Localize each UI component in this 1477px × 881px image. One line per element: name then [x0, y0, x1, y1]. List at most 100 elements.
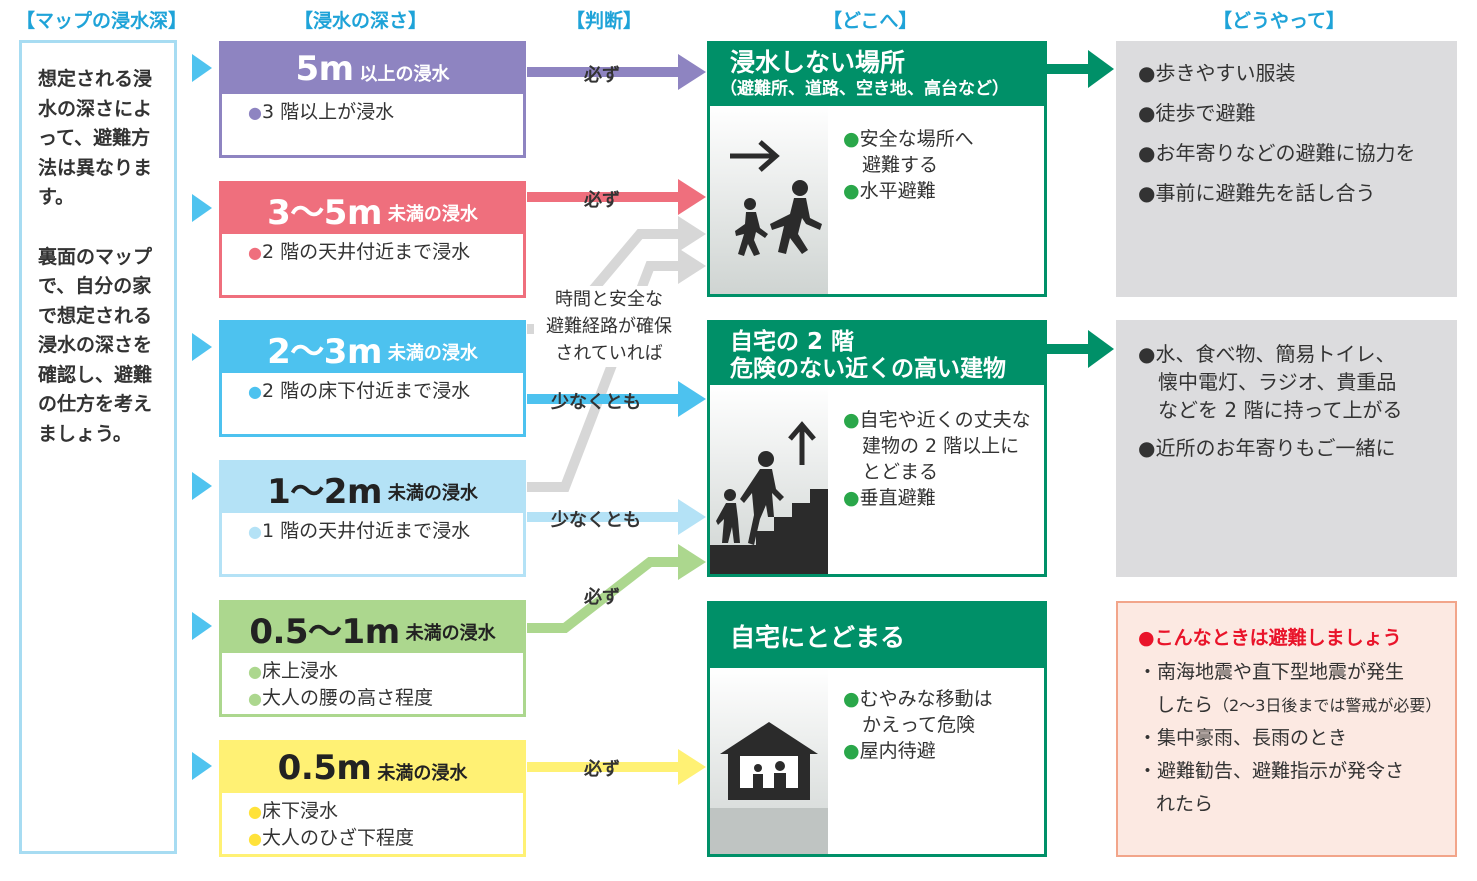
- chevron-arrow-icon: [192, 333, 212, 361]
- depth-suffix: 未満の浸水: [387, 204, 478, 225]
- how-item: ●事前に避難先を話し合う: [1138, 181, 1376, 205]
- dest-item: ●水平避難: [843, 180, 936, 202]
- dest-item: 避難する: [843, 154, 939, 176]
- chevron-arrow-icon: [192, 752, 212, 780]
- evacuate-vertical-pictogram: [710, 385, 828, 574]
- depth-description: 2 階の床下付近まで浸水: [261, 380, 471, 402]
- chevron-arrow-icon: [192, 472, 212, 500]
- depth-suffix: 未満の浸水: [387, 343, 478, 364]
- judge-label-must: 必ず: [584, 759, 620, 780]
- stairs-icon: [710, 489, 828, 574]
- header-depth: 【浸水の深さ】: [294, 10, 428, 32]
- depth-description: 大人のひざ下程度: [261, 827, 414, 849]
- depth-description: 床上浸水: [261, 660, 338, 682]
- conditional-line: 避難経路が確保: [546, 316, 672, 337]
- stay-home-pictogram: [710, 668, 828, 854]
- depth-description: 1 階の天井付近まで浸水: [261, 520, 471, 542]
- how-item: ●歩きやすい服装: [1138, 61, 1296, 85]
- depth-box-3-5m: 3～5m 未満の浸水 ●2 階の天井付近まで浸水: [219, 181, 526, 298]
- running-people-icon: [735, 180, 822, 256]
- depth-description: 床下浸水: [261, 800, 338, 822]
- dest-title: 浸水しない場所: [730, 48, 906, 77]
- dot-icon: ●: [248, 829, 262, 848]
- green-dot-icon: ●: [843, 409, 860, 431]
- arrow-up-icon: [788, 421, 816, 465]
- intro-text-1: 想定される浸水の深さによって、避難方法は異なります。: [38, 68, 153, 208]
- judge-label-must: 必ず: [584, 65, 620, 86]
- how-item: ●水、食べ物、簡易トイレ、: [1138, 342, 1396, 366]
- header-judgment: 【判断】: [566, 10, 643, 32]
- dest-item: かえって危険: [843, 714, 976, 736]
- judge-label-must: 必ず: [584, 190, 620, 211]
- dest-item: 建物の 2 階以上に: [843, 435, 1020, 457]
- dot-icon: ●: [248, 802, 262, 821]
- how-box-second-floor: ●水、食べ物、簡易トイレ、 懐中電灯、ラジオ、貴重品 などを 2 階に持って上が…: [1116, 320, 1457, 577]
- header-where: 【どこへ】: [823, 10, 918, 32]
- depth-box-5m: 5m 以上の浸水 ●3 階以上が浸水: [219, 41, 526, 158]
- depth-box-05-1m: 0.5～1m 未満の浸水 ●床上浸水 ●大人の腰の高さ程度: [219, 600, 526, 717]
- dot-icon: ●: [248, 103, 262, 122]
- depth-value: 3～5m: [267, 192, 382, 233]
- dest-title: 自宅にとどまる: [730, 623, 906, 652]
- judge-label-at-least: 少なくとも: [551, 392, 641, 413]
- chevron-arrow-icon: [192, 54, 212, 82]
- header-how: 【どうやって】: [1213, 10, 1346, 32]
- note-item: ・南海地震や直下型地震が発生: [1138, 661, 1405, 683]
- depth-value: 2～3m: [267, 331, 382, 372]
- how-item: ●近所のお年寄りもご一緒に: [1138, 436, 1396, 460]
- judge-label-at-least: 少なくとも: [551, 510, 641, 531]
- dest-title-line: 危険のない近くの高い建物: [730, 356, 1006, 382]
- depth-suffix: 未満の浸水: [405, 623, 496, 644]
- dest-item: とどまる: [843, 461, 939, 483]
- conditional-line: 時間と安全な: [555, 289, 663, 310]
- depth-suffix: 未満の浸水: [377, 763, 468, 784]
- how-item: などを 2 階に持って上がる: [1138, 398, 1403, 422]
- dot-icon: ●: [248, 243, 262, 262]
- how-item: 懐中電灯、ラジオ、貴重品: [1138, 370, 1397, 394]
- green-dot-icon: ●: [843, 688, 860, 710]
- chevron-arrow-icon: [192, 194, 212, 222]
- depth-description: 大人の腰の高さ程度: [261, 687, 433, 709]
- depth-value: 0.5m: [277, 748, 372, 788]
- judge-label-must: 必ず: [584, 587, 620, 608]
- dest-item: ●屋内待避: [843, 740, 936, 762]
- note-item-cont: れたら: [1156, 793, 1214, 815]
- depth-box-1-2m: 1～2m 未満の浸水 ●1 階の天井付近まで浸水: [219, 460, 526, 577]
- house-icon: [720, 722, 818, 800]
- dest-item: ●安全な場所へ: [843, 128, 974, 150]
- climbing-people-icon: [716, 451, 784, 545]
- green-dot-icon: ●: [843, 128, 860, 150]
- conditional-line: されていれば: [555, 343, 663, 364]
- dest-box-second-floor: 自宅の 2 階 危険のない近くの高い建物 ●自宅や近くの丈夫な 建物の 2 階以…: [707, 320, 1047, 577]
- depth-box-2-3m: 2～3m 未満の浸水 ●2 階の床下付近まで浸水: [219, 320, 526, 437]
- dest-box-safe-place: 浸水しない場所 （避難所、道路、空き地、高台など） ●安全な場所へ 避難する ●…: [707, 41, 1047, 297]
- depth-box-05m: 0.5m 未満の浸水 ●床下浸水 ●大人のひざ下程度: [219, 740, 526, 857]
- depth-value: 5m: [295, 49, 354, 89]
- arrow-right-icon: [730, 140, 780, 172]
- depth-value: 0.5～1m: [249, 611, 400, 652]
- arrow-1-2m-conditional: [527, 261, 680, 492]
- dest-box-stay-home: 自宅にとどまる ●むやみな移動は かえって危険 ●屋内待避: [707, 601, 1047, 857]
- arrow-05-1m: [527, 557, 682, 633]
- arrow-heads: [678, 50, 1114, 785]
- depth-description: 2 階の天井付近まで浸水: [261, 241, 471, 263]
- judge-label-conditional: 時間と安全な 避難経路が確保 されていれば: [534, 286, 684, 367]
- depth-description: 3 階以上が浸水: [261, 101, 395, 123]
- note-item-small: （2～3日後までは警戒が必要）: [1213, 696, 1442, 715]
- note-item: ・集中豪雨、長雨のとき: [1138, 727, 1348, 749]
- depth-suffix: 以上の浸水: [359, 64, 450, 85]
- green-dot-icon: ●: [843, 180, 860, 202]
- note-item-cont: したら（2～3日後までは警戒が必要）: [1138, 689, 1455, 722]
- evacuation-note-box: ●こんなときは避難しましょう ・南海地震や直下型地震が発生 したら（2～3日後ま…: [1116, 601, 1457, 857]
- how-item: ●お年寄りなどの避難に協力を: [1138, 141, 1416, 165]
- dest-item: ●自宅や近くの丈夫な: [843, 409, 1031, 431]
- intro-text-2: 裏面のマップで、自分の家で想定される浸水の深さを確認し、避難の仕方を考えましょう…: [38, 245, 153, 445]
- dot-icon: ●: [248, 689, 262, 708]
- note-title: ●こんなときは避難しましょう: [1138, 627, 1402, 649]
- green-dot-icon: ●: [843, 487, 860, 509]
- dest-subtitle: （避難所、道路、空き地、高台など）: [720, 79, 1009, 99]
- dest-item: ●むやみな移動は: [843, 688, 993, 710]
- how-box-safe-place: ●歩きやすい服装 ●徒歩で避難 ●お年寄りなどの避難に協力を ●事前に避難先を話…: [1116, 41, 1457, 297]
- depth-suffix: 未満の浸水: [387, 483, 478, 504]
